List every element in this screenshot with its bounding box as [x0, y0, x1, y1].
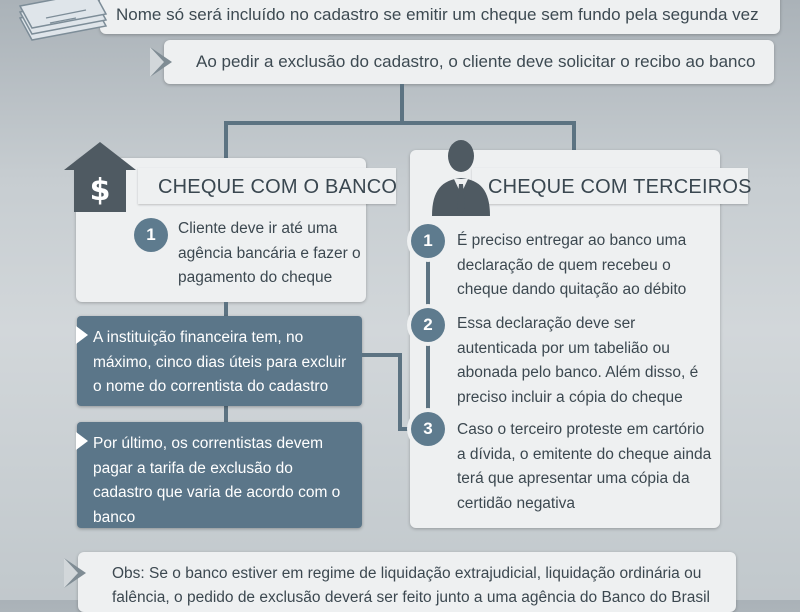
third-party-step-2-text: Essa declaração deve ser autenticada por…	[457, 315, 699, 406]
svg-text:$: $	[90, 173, 111, 208]
connector-bank-down	[224, 302, 228, 316]
chevron-arrow-icon	[150, 47, 172, 77]
bank-step-number: 1	[134, 218, 168, 252]
bank-note-2-text: Por último, os correntistas devem pagar …	[93, 435, 341, 526]
second-banner-text: Ao pedir a exclusão do cadastro, o clien…	[196, 52, 756, 71]
bank-step-text: Cliente deve ir até uma agência bancária…	[178, 220, 361, 286]
bank-note-1-text: A instituição financeira tem, no máximo,…	[93, 329, 347, 395]
connector-vertical-top	[400, 84, 404, 124]
connector-note-to-step3-h2	[398, 427, 414, 431]
obs-banner: Obs: Se o banco estiver em regime de liq…	[78, 552, 736, 612]
obs-text: Obs: Se o banco estiver em regime de liq…	[112, 565, 710, 606]
third-party-step-1-number: 1	[411, 224, 445, 258]
bank-section-header: CHEQUE COM O BANCO	[138, 168, 398, 204]
top-banner: Nome só será incluído no cadastro se emi…	[100, 0, 780, 34]
note-arrow-icon	[76, 326, 88, 344]
chevron-arrow-icon	[64, 558, 86, 588]
connector-bank-mid	[224, 406, 228, 422]
note-arrow-icon	[76, 432, 88, 450]
third-party-section-title: CHEQUE COM TERCEIROS	[488, 176, 752, 198]
second-banner: Ao pedir a exclusão do cadastro, o clien…	[164, 40, 774, 84]
third-party-step-2-number: 2	[411, 308, 445, 342]
third-party-step-1-text: É preciso entregar ao banco uma declaraç…	[457, 232, 687, 298]
bank-section-title: CHEQUE COM O BANCO	[158, 176, 398, 198]
third-party-section-header: CHEQUE COM TERCEIROS	[472, 168, 751, 204]
connector-horizontal-top	[224, 121, 576, 125]
connector-note-to-step3-h1	[362, 353, 400, 357]
bank-note-1: A instituição financeira tem, no máximo,…	[76, 316, 362, 406]
top-banner-text: Nome só será incluído no cadastro se emi…	[116, 5, 759, 24]
bank-house-dollar-icon: $	[64, 142, 136, 212]
third-party-step-3-number: 3	[411, 412, 445, 446]
bank-note-2: Por último, os correntistas devem pagar …	[76, 422, 362, 528]
connector-note-to-step3-v	[398, 353, 402, 431]
third-party-step-3-text: Caso o terceiro proteste em cartório a d…	[457, 421, 712, 512]
connector-left-drop	[224, 121, 228, 167]
cheque-stack-icon	[18, 0, 108, 41]
connector-right-drop	[572, 121, 576, 157]
person-suit-icon	[432, 140, 490, 216]
